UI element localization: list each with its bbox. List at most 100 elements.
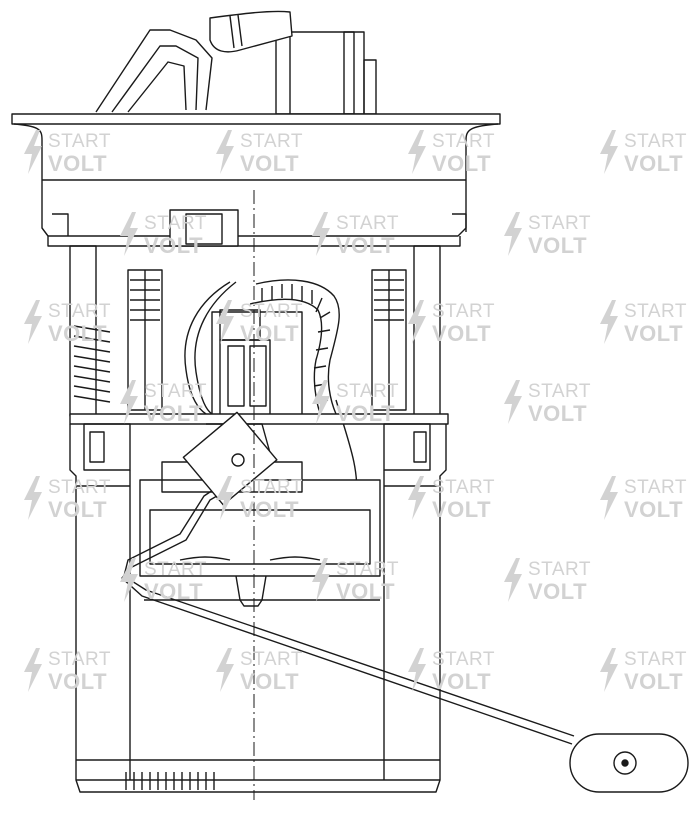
watermark-line1: START: [528, 381, 592, 402]
watermark-line2: VOLT: [240, 151, 300, 176]
watermark-line1: START: [336, 559, 400, 580]
watermark-line1: START: [48, 649, 112, 670]
lightning-bolt-icon: [216, 300, 234, 344]
watermark-line2: VOLT: [48, 497, 108, 522]
lightning-bolt-icon: [600, 648, 618, 692]
watermark-line1: START: [432, 477, 496, 498]
lightning-bolt-icon: [408, 130, 426, 174]
watermark-line2: VOLT: [48, 151, 108, 176]
internal-hose: [249, 279, 340, 415]
watermark-line1: START: [240, 301, 304, 322]
watermark-line2: VOLT: [432, 151, 492, 176]
lightning-bolt-icon: [600, 300, 618, 344]
watermark-line1: START: [432, 649, 496, 670]
watermark-line2: VOLT: [624, 321, 684, 346]
reservoir-canister: [69, 413, 449, 793]
watermark-line2: VOLT: [336, 579, 396, 604]
lightning-bolt-icon: [120, 212, 138, 256]
watermark-line1: START: [48, 131, 112, 152]
lightning-bolt-icon: [504, 558, 522, 602]
guide-rods: [69, 245, 441, 417]
watermark-line2: VOLT: [432, 321, 492, 346]
watermark-line1: START: [624, 131, 688, 152]
lightning-bolt-icon: [216, 130, 234, 174]
lightning-bolt-icon: [408, 648, 426, 692]
lightning-bolt-icon: [216, 648, 234, 692]
lightning-bolt-icon: [312, 380, 330, 424]
watermark-line1: START: [336, 381, 400, 402]
watermark-line2: VOLT: [48, 669, 108, 694]
watermark-line2: VOLT: [528, 233, 588, 258]
watermark-line1: START: [432, 301, 496, 322]
lightning-bolt-icon: [216, 476, 234, 520]
watermark-line1: START: [48, 477, 112, 498]
lightning-bolt-icon: [312, 212, 330, 256]
watermark-line2: VOLT: [48, 321, 108, 346]
level-sensor-arm: [121, 411, 575, 745]
watermark-line1: START: [432, 131, 496, 152]
watermark-line1: START: [336, 213, 400, 234]
watermark-line1: START: [528, 559, 592, 580]
watermark-line1: START: [240, 477, 304, 498]
watermark-line2: VOLT: [144, 401, 204, 426]
lightning-bolt-icon: [24, 130, 42, 174]
watermark-line1: START: [624, 477, 688, 498]
lightning-bolt-icon: [600, 476, 618, 520]
lightning-bolt-icon: [120, 558, 138, 602]
watermark-line1: START: [144, 559, 208, 580]
lightning-bolt-icon: [24, 476, 42, 520]
watermark-line2: VOLT: [624, 497, 684, 522]
mounting-flange: [11, 113, 501, 247]
watermark-line1: START: [144, 213, 208, 234]
lightning-bolt-icon: [24, 300, 42, 344]
watermark-line1: START: [240, 649, 304, 670]
watermark-line1: START: [624, 301, 688, 322]
watermark-line2: VOLT: [528, 579, 588, 604]
lightning-bolt-icon: [24, 648, 42, 692]
watermark-line2: VOLT: [336, 233, 396, 258]
watermark-line2: VOLT: [240, 321, 300, 346]
fuel-outlet-hose: [95, 10, 293, 113]
watermark-line2: VOLT: [144, 233, 204, 258]
watermark-line1: START: [240, 131, 304, 152]
watermark-line2: VOLT: [528, 401, 588, 426]
watermark-line2: VOLT: [624, 151, 684, 176]
watermark-line1: START: [624, 649, 688, 670]
float: [569, 733, 689, 793]
electrical-connector: [275, 31, 377, 115]
watermark-line1: START: [144, 381, 208, 402]
watermark-line2: VOLT: [240, 497, 300, 522]
lightning-bolt-icon: [408, 476, 426, 520]
watermark-line2: VOLT: [432, 497, 492, 522]
watermark-line2: VOLT: [336, 401, 396, 426]
lightning-bolt-icon: [408, 300, 426, 344]
lightning-bolt-icon: [120, 380, 138, 424]
lightning-bolt-icon: [504, 380, 522, 424]
lightning-bolt-icon: [504, 212, 522, 256]
